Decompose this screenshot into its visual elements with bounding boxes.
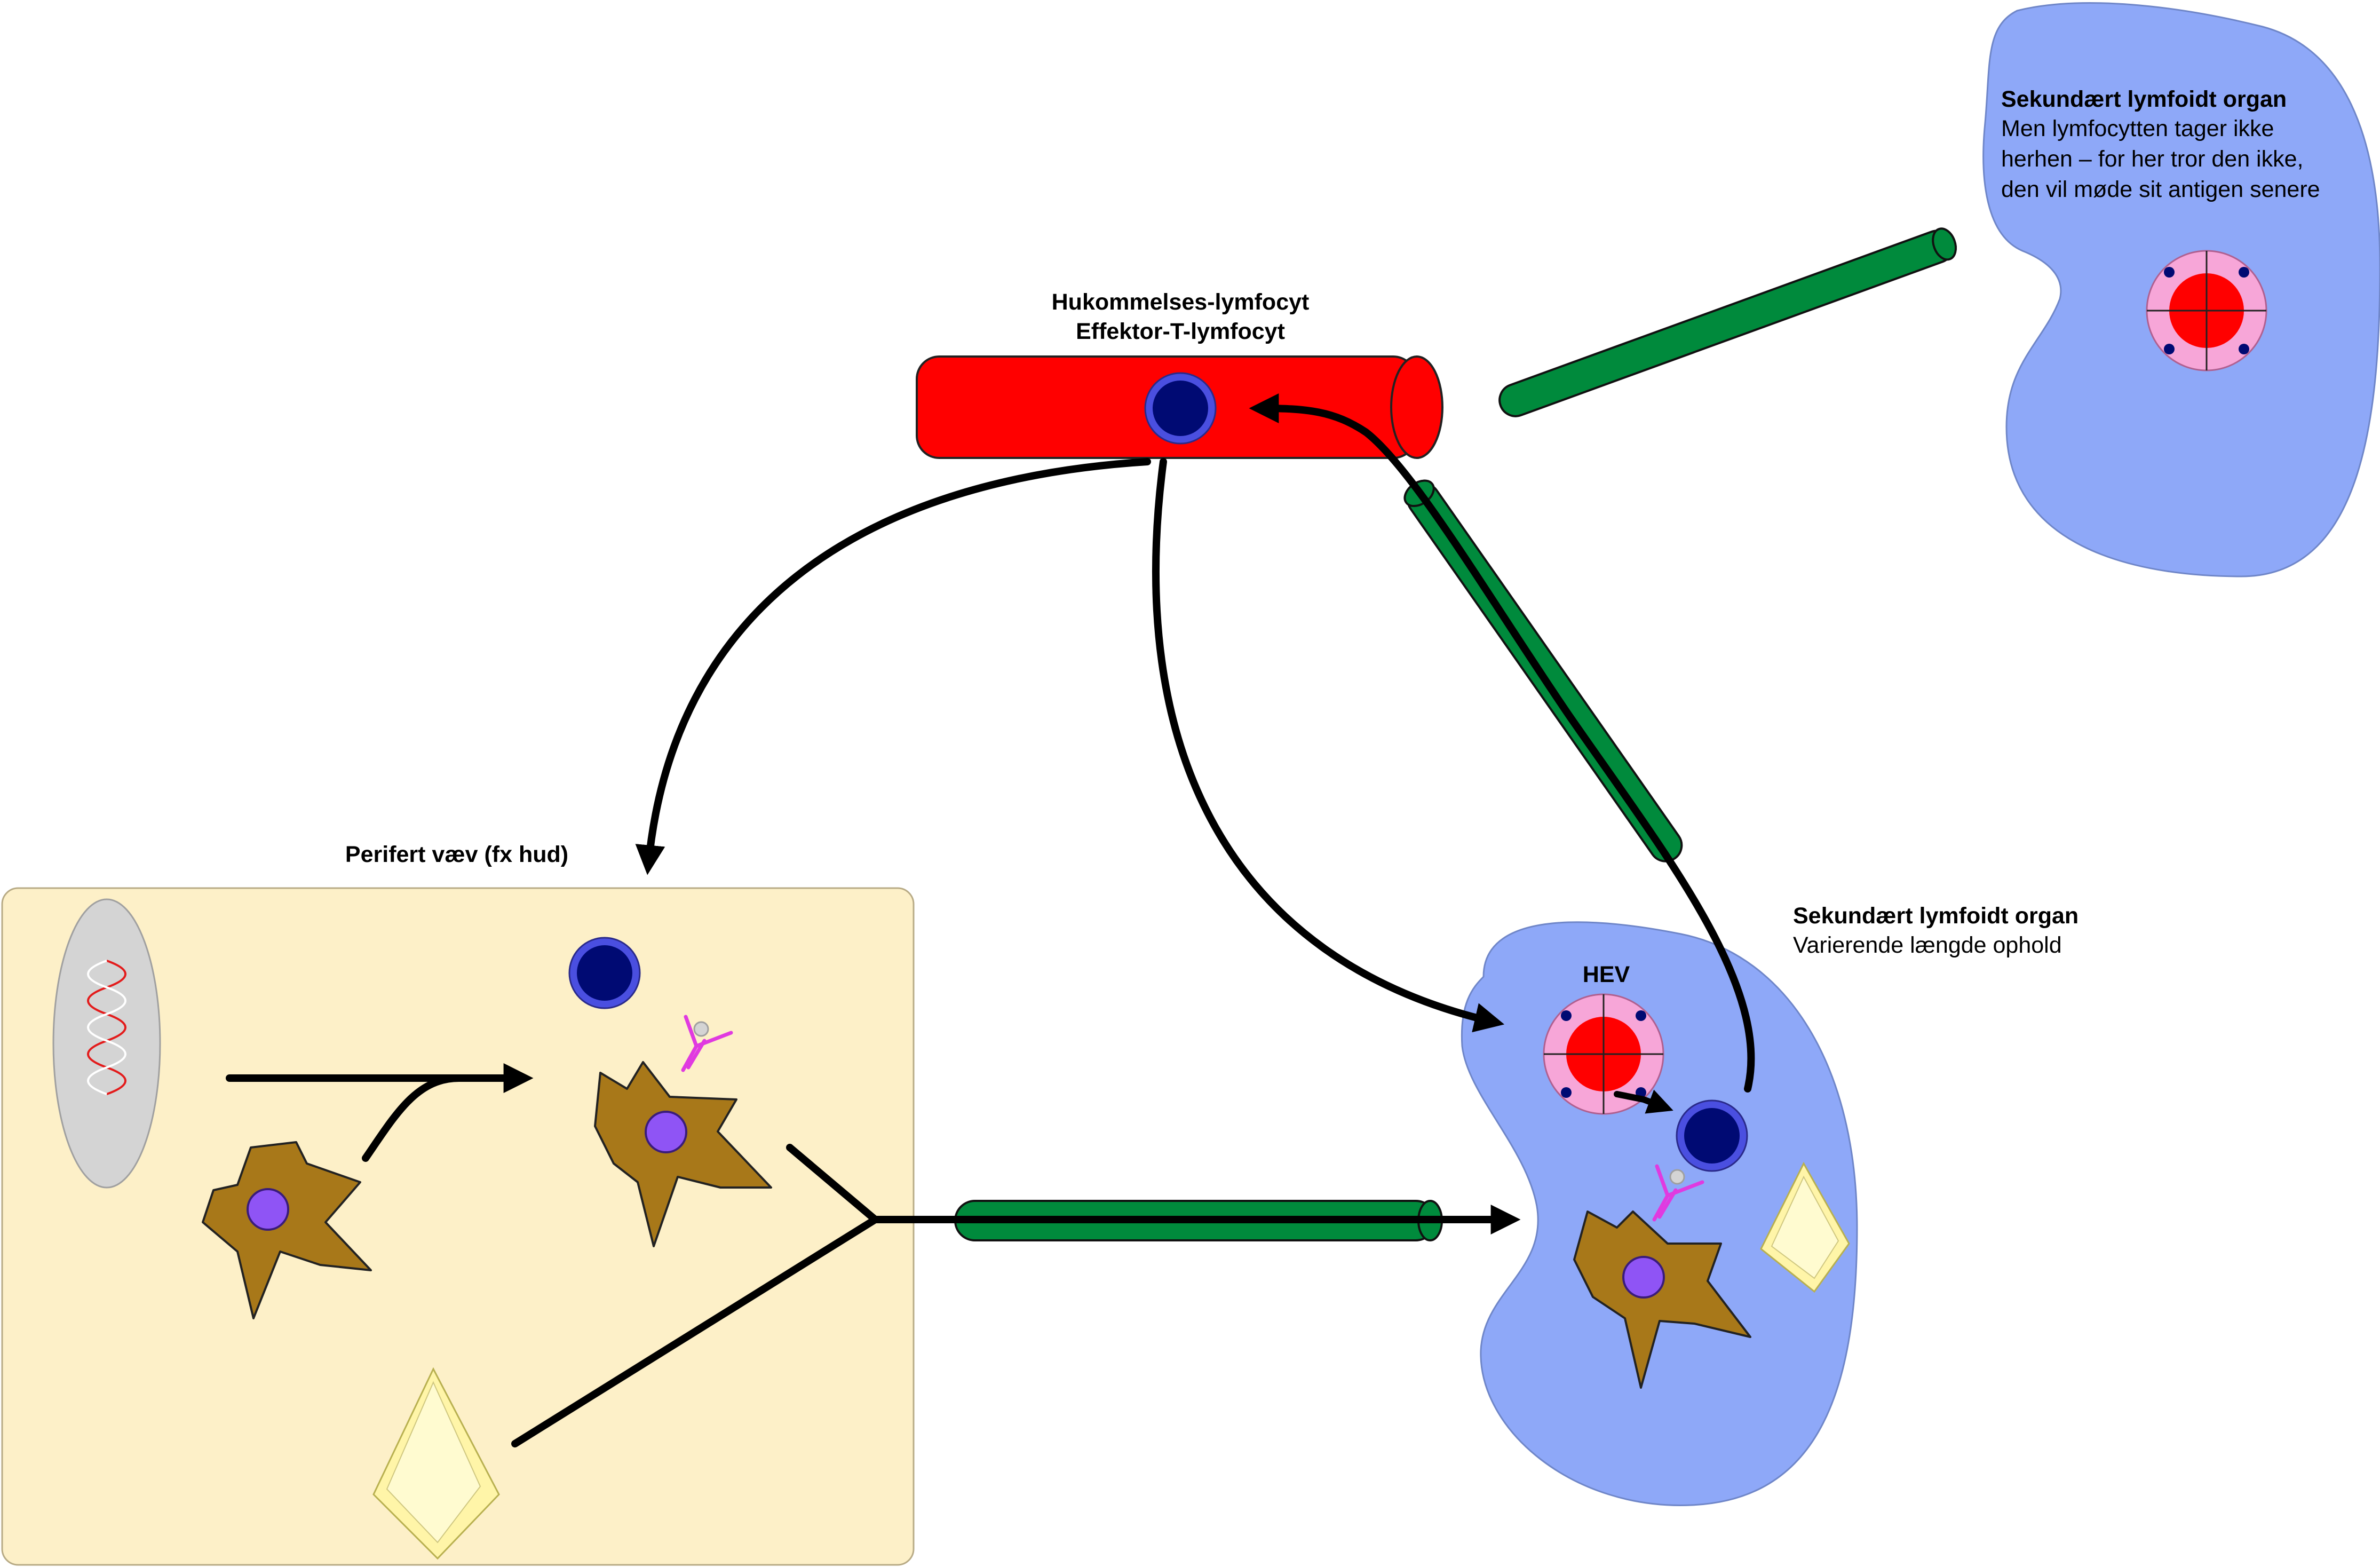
antigen-crystal-icon — [372, 1367, 500, 1560]
lymphoid-organ-top-desc-1: Men lymfocytten tager ikke — [2001, 116, 2274, 141]
immature-dendritic-cell — [202, 1141, 372, 1319]
hev-top-icon — [2146, 250, 2267, 371]
lymphocyte-in-organ — [1676, 1099, 1748, 1172]
line-dc-to-junction — [786, 1144, 879, 1223]
mature-dendritic-cell — [594, 1061, 772, 1247]
line-crystal-to-junction — [511, 1216, 879, 1447]
arrows — [226, 393, 1755, 1447]
lymph-vessel-top — [1498, 227, 1957, 417]
arrow-hev-to-lymphocyte — [1614, 1089, 1673, 1114]
lymphocyte-in-tissue — [568, 937, 641, 1009]
blood-vessel-label-1: Hukommelses-lymfocyt — [1052, 289, 1310, 315]
blood-vessel-label-2: Effektor-T-lymfocyt — [1076, 319, 1285, 344]
arrow-immature-dc-join — [362, 1074, 463, 1162]
antigen-crystal-in-organ-icon — [1760, 1161, 1850, 1293]
antibody-icon — [681, 1015, 733, 1072]
antibody-in-organ-icon — [1652, 1164, 1704, 1222]
pathogen-dna-icon — [52, 898, 161, 1189]
arrow-vessel-to-tissue — [635, 458, 1151, 875]
lymphoid-organ-bottom-title: Sekundært lymfoidt organ — [1793, 903, 2078, 929]
hev-label: HEV — [1583, 962, 1630, 987]
peripheral-tissue — [1, 887, 915, 1566]
peripheral-tissue-label: Perifert væv (fx hud) — [345, 842, 568, 867]
dendritic-cell-in-organ — [1573, 1210, 1751, 1389]
lymphoid-organ-bottom-desc: Varierende længde ophold — [1793, 932, 2062, 958]
blood-vessel — [916, 355, 1443, 459]
hev-icon — [1543, 993, 1664, 1115]
arrow-vessel-to-hev — [1152, 458, 1505, 1033]
arrow-organ-to-vessel — [1249, 393, 1755, 1093]
lymphoid-organ-top-title: Sekundært lymfoidt organ — [2001, 86, 2287, 112]
lymphoid-organ-top-desc-2: herhen – for her tror den ikke, — [2001, 146, 2303, 172]
lymphoid-organ-top-desc-3: den vil møde sit antigen senere — [2001, 177, 2320, 202]
